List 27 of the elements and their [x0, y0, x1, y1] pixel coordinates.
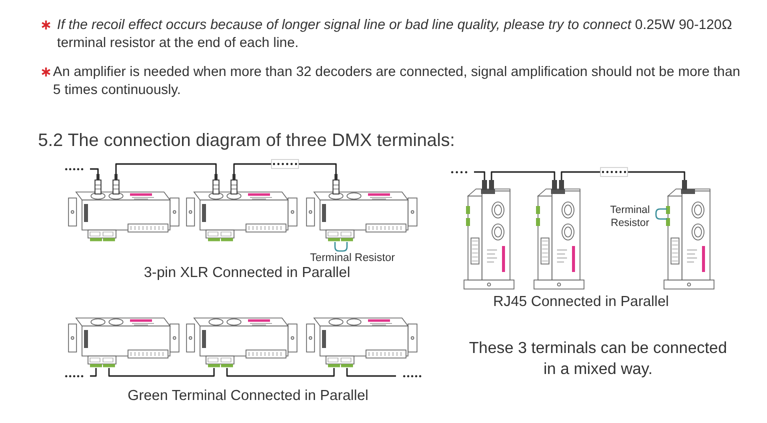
decoder-drawing: [68, 174, 180, 242]
cable: [90, 168, 99, 174]
cable: [108, 368, 215, 377]
section-heading: 5.2 The connection diagram of three DMX terminals:: [38, 129, 455, 152]
cable: [115, 163, 217, 174]
cable: [90, 368, 97, 377]
decoder-drawing: [462, 180, 516, 290]
cable: [474, 171, 486, 180]
decoder-drawing: [306, 316, 418, 368]
caption-text: 3-pin XLR Connected in Parallel: [144, 264, 350, 283]
cable: [226, 368, 335, 377]
callout-label: Terminal Resistor: [310, 251, 395, 265]
cable: [490, 171, 556, 180]
callout-label: Terminal Resistor: [609, 204, 651, 230]
decoder-drawing: [306, 174, 418, 242]
caption-text: RJ45 Connected in Parallel: [493, 293, 669, 312]
decoder-drawing: [532, 180, 586, 290]
decoder-drawing: [186, 174, 298, 242]
note-text: These 3 terminals can be connected in a mixed way.: [468, 339, 728, 380]
cable: [233, 163, 337, 174]
decoder-drawing: [662, 180, 716, 290]
note-text: An amplifier is needed when more than 32 decoders are connected, signal amplification should not be more than 5 times continuously.: [53, 63, 742, 99]
decoder-drawing: [186, 316, 298, 368]
caption-text: Green Terminal Connected in Parallel: [128, 387, 368, 406]
note-text: If the recoil effect occurs because of longer signal line or bad line quality, please try to connect 0.25W 90-120Ω terminal resistor at the end of each line.: [57, 16, 734, 52]
cable: [346, 368, 396, 377]
decoder-drawing: [68, 316, 180, 368]
